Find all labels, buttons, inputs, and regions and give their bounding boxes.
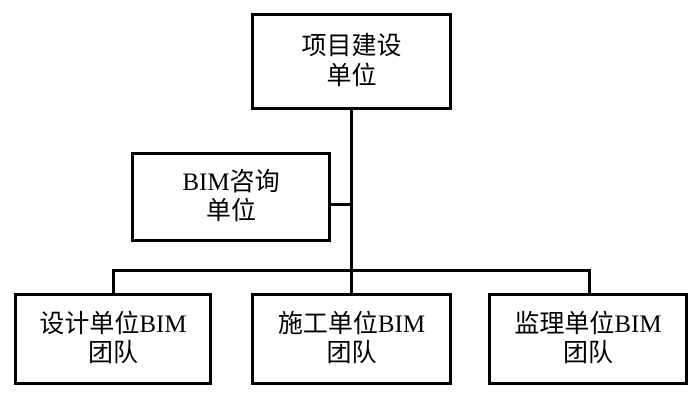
node-design-bim-team[interactable]: 设计单位BIM 团队: [14, 293, 212, 385]
node-construction-bim-team[interactable]: 施工单位BIM 团队: [251, 293, 452, 385]
connector-consultant-to-trunk: [331, 203, 353, 206]
connector-bus-to-design-team: [112, 269, 115, 295]
node-project-owner[interactable]: 项目建设 单位: [251, 13, 452, 110]
connector-bus-to-supervision-team: [588, 269, 591, 295]
node-construction-bim-team-label: 施工单位BIM 团队: [277, 310, 426, 368]
node-bim-consultant[interactable]: BIM咨询 单位: [131, 152, 331, 242]
node-design-bim-team-label: 设计单位BIM 团队: [39, 310, 187, 368]
connector-horizontal-bus: [112, 269, 591, 272]
connector-owner-to-bus: [350, 110, 353, 293]
node-bim-consultant-label: BIM咨询 单位: [182, 168, 280, 226]
node-project-owner-label: 项目建设 单位: [301, 33, 402, 90]
node-supervision-bim-team-label: 监理单位BIM 团队: [514, 310, 662, 368]
node-supervision-bim-team[interactable]: 监理单位BIM 团队: [488, 293, 688, 385]
